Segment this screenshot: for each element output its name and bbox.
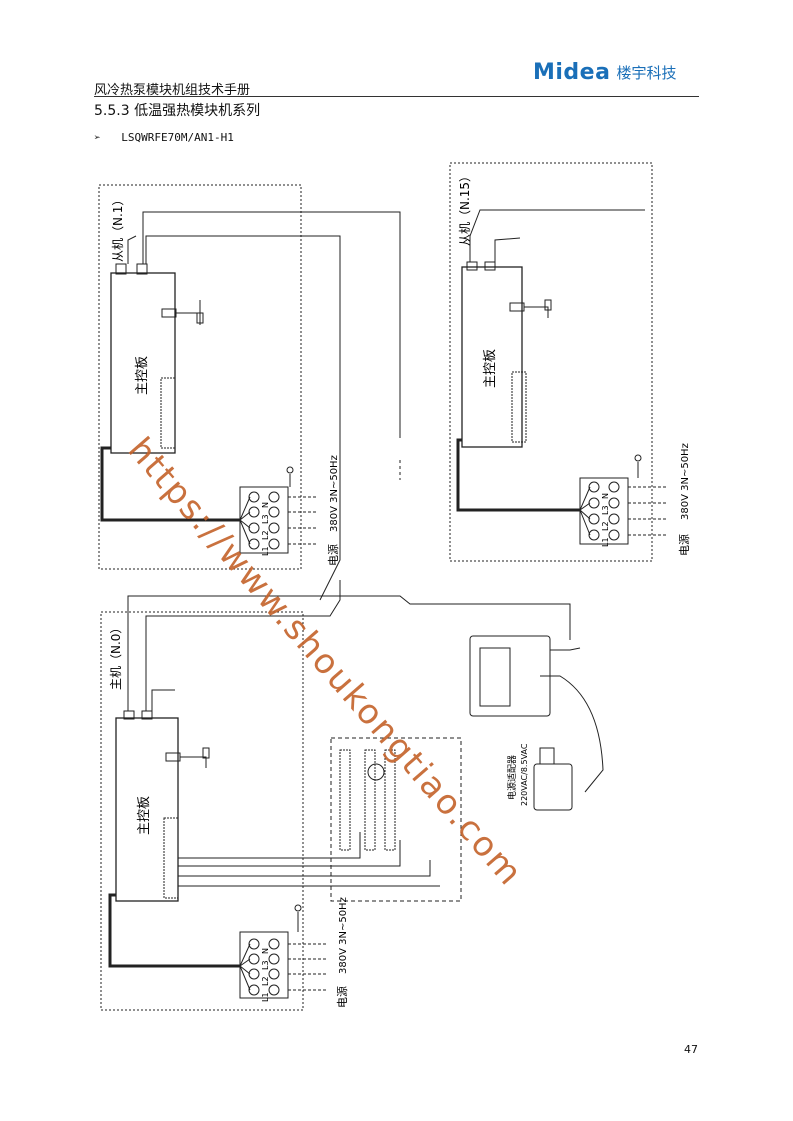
slave1-title: 从机（N.1）: [111, 194, 125, 262]
bus-slave1-b: [145, 235, 341, 601]
pump-symbol: [367, 763, 385, 781]
master-connector-a: [123, 710, 135, 720]
brand-name-cn: 楼宇科技: [616, 64, 677, 82]
slave15-terminal-block: [579, 477, 629, 545]
slave1-power-feed: [100, 446, 240, 522]
power-adapter: [533, 763, 573, 811]
bullet-icon: ➢: [94, 131, 101, 144]
bus-slave1: [127, 211, 401, 438]
slave1-connector-b: [136, 263, 148, 275]
slave1-terminal-L2: L2: [261, 530, 270, 540]
slave1-connector-c: [161, 308, 177, 318]
master-boundary: [100, 611, 304, 1011]
master-title: 主机（N.0）: [109, 622, 123, 690]
slave1-terminal-N: N: [261, 502, 270, 508]
document-title: 风冷热泵模块机组技术手册: [94, 83, 251, 98]
wired-controller-display: [479, 647, 511, 707]
bus-master-b: [145, 580, 341, 711]
master-terminal-N: N: [261, 948, 270, 954]
slave15-power-spec: 380V 3N~50Hz: [680, 443, 691, 520]
slave15-main-board: [461, 266, 523, 448]
master-board-label: 主控板: [137, 796, 152, 835]
slave15-terminal-L3: L3: [601, 505, 610, 515]
header-rule: [94, 96, 699, 97]
slave15-terminal-L1: L1: [601, 537, 610, 547]
midea-logo: Midea: [533, 60, 611, 85]
slave15-terminal-N: N: [601, 493, 610, 499]
slave15-board-label: 主控板: [483, 349, 498, 388]
slave15-terminal-L2: L2: [601, 521, 610, 531]
slave1-power-label: 电源: [326, 544, 340, 566]
section-title: 5.5.3 低温强热模块机系列: [94, 103, 261, 119]
slave1-boundary: [98, 184, 302, 570]
master-terminal-block: [239, 931, 289, 999]
master-terminal-L1: L1: [261, 992, 270, 1002]
slave1-main-board: [110, 272, 176, 454]
adapter-spec: 220VAC/8.5VAC: [520, 743, 529, 806]
model-name: LSQWRFE70M/AN1-H1: [121, 131, 234, 144]
master-connector-b: [141, 710, 153, 720]
slave1-board-label: 主控板: [135, 356, 150, 395]
slave15-connector-a: [466, 261, 478, 271]
slave1-terminal-L3: L3: [261, 514, 270, 524]
slave15-title: 从机（N.15）: [458, 170, 472, 246]
master-power-spec: 380V 3N~50Hz: [338, 897, 349, 974]
slave15-power-feed: [456, 438, 580, 512]
slave1-terminal-L1: L1: [261, 546, 270, 556]
slave1-terminal-block: [239, 486, 289, 554]
slave15-connector-b: [484, 261, 496, 271]
brand-logo: Midea 楼宇科技: [533, 60, 676, 85]
master-io-strip: [163, 817, 179, 899]
aux-device-boundary: [330, 737, 462, 902]
master-terminal-L3: L3: [261, 960, 270, 970]
slave15-io-strip: [511, 371, 527, 443]
model-line: ➢ LSQWRFE70M/AN1-H1: [94, 131, 234, 144]
master-main-board: [115, 717, 179, 902]
page-number: 47: [684, 1043, 698, 1056]
slave15-power-label: 电源: [677, 534, 691, 556]
master-terminal-L2: L2: [261, 976, 270, 986]
slave1-connector-a: [115, 263, 127, 275]
slave1-io-strip: [160, 377, 176, 449]
adapter-label: 电源适配器: [506, 755, 518, 800]
slave1-power-spec: 380V 3N~50Hz: [329, 455, 340, 532]
slave15-boundary: [449, 162, 653, 562]
bus-slave15: [469, 209, 645, 262]
bus-master: [127, 595, 571, 711]
master-power-label: 电源: [335, 986, 349, 1008]
master-power-feed: [108, 893, 240, 968]
